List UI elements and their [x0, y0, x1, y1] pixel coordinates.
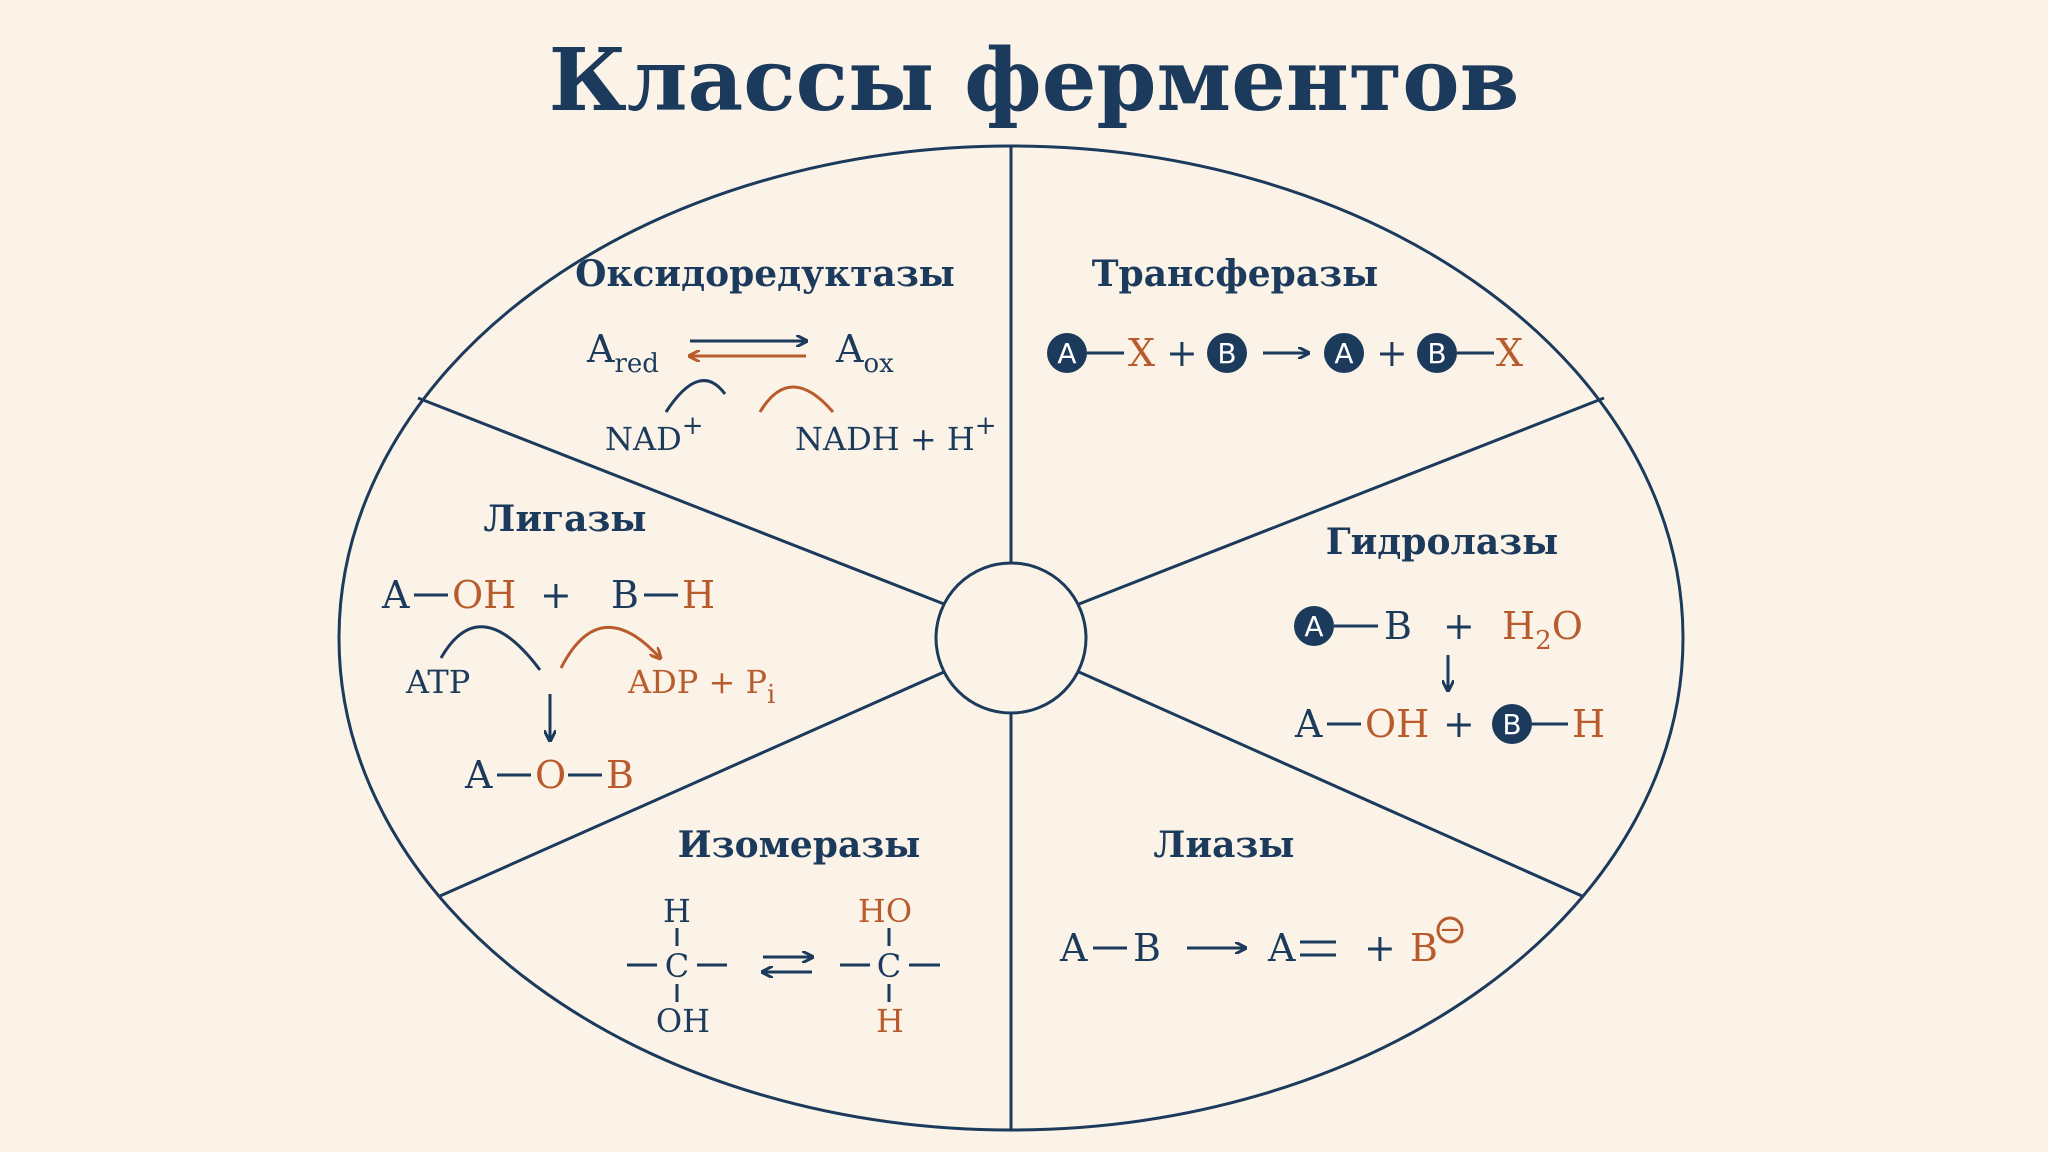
carbon: C: [665, 947, 689, 985]
negative-charge-circle: [1436, 916, 1464, 944]
o-bridge: O: [535, 753, 566, 797]
b: B: [611, 573, 639, 617]
badge-a: [1324, 333, 1364, 373]
plus: +: [1443, 702, 1475, 746]
nadh-label: NADH + H+: [795, 411, 997, 458]
ho-top: HO: [858, 892, 912, 930]
h-bottom: H: [876, 1002, 904, 1040]
divider-upper-left: [417, 396, 945, 606]
h-group: H: [1572, 702, 1605, 746]
badge-b: [1417, 333, 1457, 373]
nad-arc: [664, 379, 727, 413]
section-ligases: Лигазы A OH + B H ATP ADP + Pi A O B: [381, 498, 775, 797]
a: A: [381, 573, 410, 617]
section-label: Лигазы: [484, 498, 647, 540]
section-oxidoreductases: Оксидоредуктазы Ared Aox NAD+ NADH + H+: [575, 253, 996, 458]
badge-a: [1047, 333, 1087, 373]
divider-lower-left: [439, 670, 945, 898]
adp-label: ADP + Pi: [627, 663, 775, 710]
oh-bottom: OH: [656, 1002, 710, 1040]
badge-b-label: B: [1502, 708, 1521, 741]
h-group: H: [682, 573, 715, 617]
badge-b: [1207, 333, 1247, 373]
center-circle: [934, 561, 1088, 715]
section-label: Изомеразы: [678, 824, 921, 866]
negative-charge: −: [1439, 915, 1461, 945]
oh-group: OH: [452, 573, 516, 617]
section-hydrolases: Гидролазы A B + H2O A OH + B H: [1294, 521, 1605, 746]
section-isomerases: Изомеразы H C OH HO C H: [627, 824, 940, 1040]
divider-lower-right: [1078, 670, 1583, 898]
nadh-arc: [758, 385, 835, 413]
badge-b-label: B: [1427, 337, 1446, 370]
page-title: Классы ферментов: [549, 30, 1520, 131]
section-label: Трансферазы: [1092, 253, 1379, 295]
badge-a-label: A: [1057, 337, 1076, 370]
plus: +: [1166, 331, 1198, 375]
section-transferases: Трансферазы A X + B A + B X: [1047, 253, 1523, 375]
badge-b: [1492, 704, 1532, 744]
b: B: [1133, 926, 1161, 970]
a-red: Ared: [586, 327, 659, 379]
plus: +: [540, 573, 572, 617]
b: B: [606, 753, 634, 797]
atp-label: ATP: [405, 663, 470, 701]
adp-arc: [559, 625, 660, 669]
x-group: X: [1128, 331, 1155, 375]
section-lyases: Лиазы A B A + B −: [1059, 824, 1464, 970]
plus: +: [1364, 926, 1396, 970]
section-label: Оксидоредуктазы: [575, 253, 955, 295]
a-ox: Aox: [835, 327, 894, 379]
badge-a-label: A: [1334, 337, 1353, 370]
plus: +: [1376, 331, 1408, 375]
b: B: [1384, 604, 1412, 648]
wheel: [337, 144, 1685, 1132]
b-anion: B: [1410, 926, 1438, 970]
oh-group: OH: [1365, 702, 1429, 746]
plus: +: [1443, 604, 1475, 648]
a: A: [464, 753, 493, 797]
carbon: C: [877, 947, 901, 985]
atp-arc: [439, 625, 542, 671]
a: A: [1294, 702, 1323, 746]
section-label: Лиазы: [1154, 824, 1295, 866]
x-group: X: [1496, 331, 1523, 375]
nad-label: NAD+: [605, 411, 704, 458]
badge-a: [1294, 606, 1334, 646]
divider-upper-right: [1078, 396, 1605, 606]
water: H2O: [1502, 604, 1583, 656]
a: A: [1059, 926, 1088, 970]
h-top: H: [663, 892, 691, 930]
section-label: Гидролазы: [1326, 521, 1559, 563]
a: A: [1267, 926, 1296, 970]
badge-a-label: A: [1304, 610, 1323, 643]
badge-b-label: B: [1217, 337, 1236, 370]
